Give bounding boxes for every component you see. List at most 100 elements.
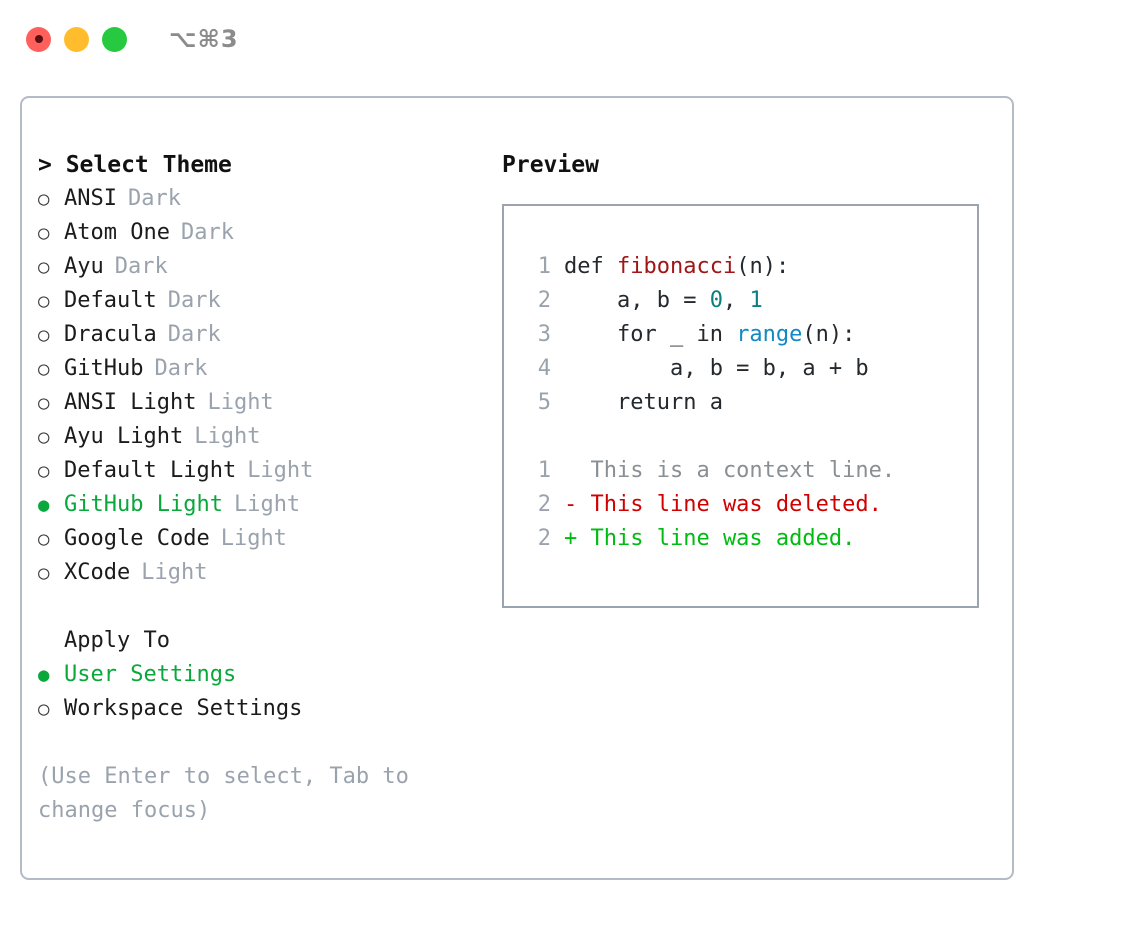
line-number: 1	[537, 458, 551, 483]
theme-option-category: Dark	[154, 356, 208, 381]
code-line: 1 def fibonacci(n):	[504, 250, 977, 284]
theme-option-label: Atom One	[64, 220, 170, 245]
apply-to-option-label: Workspace Settings	[64, 696, 303, 721]
code-line-content: return a	[564, 386, 723, 420]
radio-unselected-icon: ○	[38, 358, 50, 380]
theme-option-github[interactable]: ○ GitHub Dark	[38, 352, 488, 386]
radio-unselected-icon: ○	[38, 188, 50, 210]
line-number: 1	[537, 254, 551, 279]
theme-option-category: Light	[194, 424, 261, 449]
code-token: + This line was added.	[564, 526, 856, 551]
theme-option-label: Google Code	[64, 526, 210, 551]
line-number	[523, 420, 551, 454]
window-controls	[26, 26, 127, 52]
line-number: 5	[537, 390, 551, 415]
select-theme-header: > Select Theme	[38, 152, 232, 178]
maximize-button[interactable]	[102, 26, 127, 52]
code-token: return a	[564, 390, 723, 415]
theme-option-xcode[interactable]: ○ XCode Light	[38, 556, 488, 590]
radio-unselected-icon: ○	[38, 392, 50, 414]
theme-option-label: Dracula	[64, 322, 157, 347]
code-token: fibonacci	[616, 254, 737, 279]
theme-option-category: Light	[247, 458, 314, 483]
code-token: 1	[749, 288, 763, 313]
theme-option-label: Default Light	[64, 458, 237, 483]
radio-unselected-icon: ○	[38, 256, 50, 278]
minimize-button[interactable]	[64, 26, 89, 52]
theme-option-label: XCode	[64, 560, 131, 585]
code-line: 5 return a	[504, 386, 977, 420]
radio-unselected-icon: ○	[38, 698, 50, 720]
code-line: 4 a, b = b, a + b	[504, 352, 977, 386]
section-spacer	[38, 590, 488, 624]
theme-option-label: Default	[64, 288, 157, 313]
code-token: ,	[722, 288, 750, 313]
theme-option-category: Dark	[127, 186, 181, 211]
line-number: 2	[537, 492, 551, 517]
code-line-content: def fibonacci(n):	[564, 250, 789, 284]
preview-title: Preview	[502, 152, 599, 178]
radio-unselected-icon: ○	[38, 528, 50, 550]
theme-option-ansi-light[interactable]: ○ ANSI Light Light	[38, 386, 488, 420]
theme-option-label: Ayu	[64, 254, 104, 279]
theme-option-label: GitHub Light	[64, 492, 223, 517]
code-token: range	[736, 322, 803, 347]
code-token: (n):	[802, 322, 856, 347]
theme-option-label: GitHub	[64, 356, 144, 381]
code-token: This is a context line.	[564, 458, 896, 483]
theme-option-category: Dark	[180, 220, 234, 245]
keyboard-shortcut-label: ⌥⌘3	[169, 25, 239, 53]
code-line: 3 for _ in range(n):	[504, 318, 977, 352]
theme-option-label: ANSI	[64, 186, 117, 211]
code-token: 0	[709, 288, 723, 313]
radio-unselected-icon: ○	[38, 426, 50, 448]
code-line-content: a, b = 0, 1	[564, 284, 763, 318]
line-number: 2	[537, 526, 551, 551]
code-token: a, b = b, a + b	[564, 356, 869, 381]
radio-unselected-icon: ○	[38, 562, 50, 584]
apply-to-option-workspace-settings[interactable]: ○ Workspace Settings	[38, 692, 488, 726]
code-line-content: - This line was deleted.	[564, 488, 882, 522]
code-token: - This line was deleted.	[564, 492, 882, 517]
theme-option-category: Light	[141, 560, 208, 585]
code-line	[504, 420, 977, 454]
code-token: def	[564, 254, 617, 279]
theme-option-ansi[interactable]: ○ ANSI Dark	[38, 182, 488, 216]
code-line-content: a, b = b, a + b	[564, 352, 869, 386]
code-token: a, b =	[564, 288, 710, 313]
line-number: 4	[537, 356, 551, 381]
theme-option-category: Dark	[114, 254, 168, 279]
theme-option-google-code[interactable]: ○ Google Code Light	[38, 522, 488, 556]
code-line: 2 + This line was added.	[504, 522, 977, 556]
line-number: 2	[537, 288, 551, 313]
theme-option-category: Light	[207, 390, 274, 415]
theme-option-ayu[interactable]: ○ Ayu Dark	[38, 250, 488, 284]
theme-option-category: Dark	[167, 322, 221, 347]
theme-option-dracula[interactable]: ○ Dracula Dark	[38, 318, 488, 352]
radio-unselected-icon: ○	[38, 324, 50, 346]
theme-option-category: Dark	[167, 288, 221, 313]
theme-option-category: Light	[233, 492, 301, 517]
code-token: (n):	[736, 254, 790, 279]
code-line: 1 This is a context line.	[504, 454, 977, 488]
theme-option-category: Light	[220, 526, 287, 551]
code-line-content: for _ in range(n):	[564, 318, 855, 352]
code-line: 2 - This line was deleted.	[504, 488, 977, 522]
code-line-content: + This line was added.	[564, 522, 855, 556]
theme-option-label: ANSI Light	[64, 390, 197, 415]
apply-to-option-label: User Settings	[64, 662, 237, 687]
apply-to-option-user-settings[interactable]: ●User Settings	[38, 658, 488, 692]
close-button[interactable]	[26, 26, 51, 52]
